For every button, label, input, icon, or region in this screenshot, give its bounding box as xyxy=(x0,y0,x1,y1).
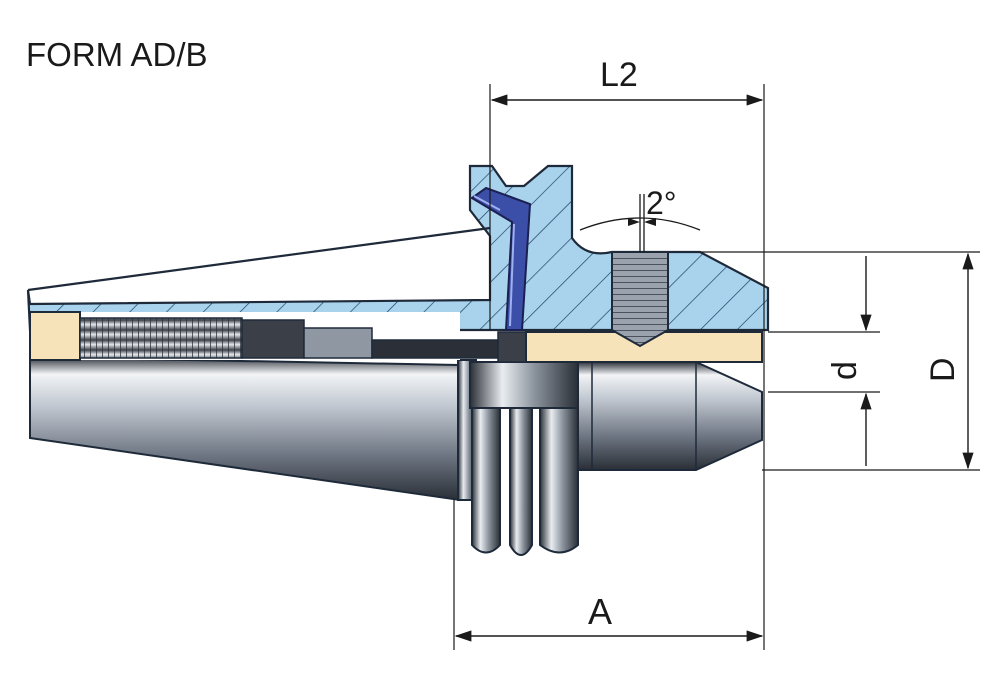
dimension-D xyxy=(700,251,980,471)
taper-shank-exterior xyxy=(29,355,462,502)
dimension-L2 xyxy=(489,84,765,470)
section-body xyxy=(26,164,770,332)
flange-exterior xyxy=(457,359,579,556)
dimension-label-L2: L2 xyxy=(600,56,638,94)
nose-exterior xyxy=(577,361,763,471)
page-title: FORM AD/B xyxy=(26,36,208,73)
retention-screw xyxy=(470,186,532,331)
dimension-label-angle: 2° xyxy=(646,185,677,221)
dimension-label-A: A xyxy=(588,591,612,632)
dimension-angle xyxy=(579,194,701,252)
dimension-label-D: D xyxy=(924,357,962,382)
dimension-A xyxy=(453,470,765,650)
dimension-d xyxy=(768,256,880,466)
dimension-label-d: d xyxy=(826,361,864,380)
threaded-hole xyxy=(611,251,669,348)
